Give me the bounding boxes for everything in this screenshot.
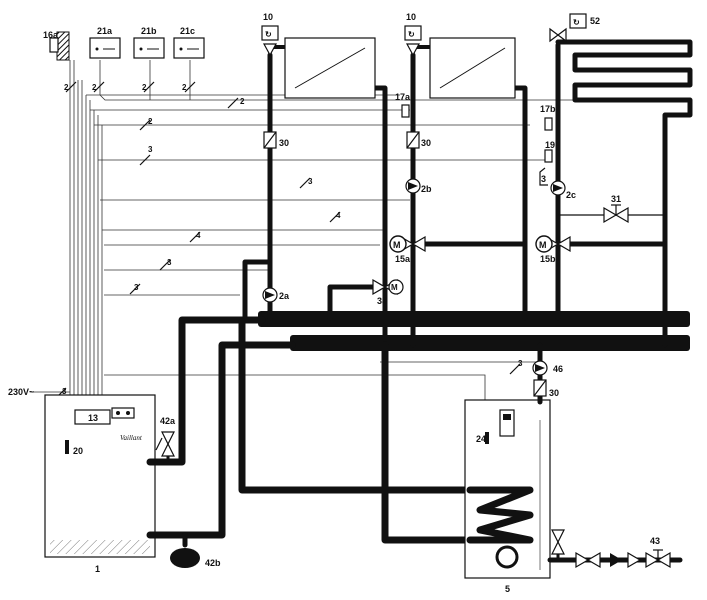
- underfloor-circuit-c: [555, 39, 693, 348]
- flow-header: [258, 311, 690, 327]
- check-valve-30b: [406, 131, 420, 149]
- thermostat-icon: ↻: [408, 30, 415, 39]
- radiator-circuit-a: [242, 52, 388, 348]
- valve-38-label: 38: [377, 296, 387, 306]
- sensor-b-label: 17b: [540, 104, 556, 114]
- boiler-pipes: [146, 316, 474, 548]
- sensor-17a: [401, 104, 410, 118]
- mixer-a-label: 15a: [395, 254, 411, 264]
- radiator-circuit-b: [410, 52, 528, 348]
- pump-b-label: 2b: [421, 184, 432, 194]
- mixer-b-label: 15b: [540, 254, 556, 264]
- remote-control-21c: [173, 37, 205, 59]
- wire-count-label: 2: [92, 83, 97, 92]
- pump-c-label: 2c: [566, 190, 576, 200]
- wire-count-label: 3: [518, 359, 523, 368]
- boiler-unit: Vaillant: [44, 394, 156, 558]
- wire-count-label: 3: [308, 177, 313, 186]
- remote-control-21b: [133, 37, 165, 59]
- room-sensor-label: 16a: [43, 30, 59, 40]
- brand-logo: Vaillant: [120, 434, 143, 442]
- remote-control-21a: [89, 37, 121, 59]
- thermostatic-valve-52: ↻: [549, 13, 587, 43]
- wire-count-label: 2: [182, 83, 187, 92]
- wire-count-label: 3: [62, 387, 67, 396]
- boiler-label: 1: [95, 564, 100, 574]
- boiler-panel-label: 13: [88, 413, 98, 423]
- pump-2b: [405, 178, 421, 194]
- boiler-sensor-label: 20: [73, 446, 83, 456]
- cylinder-label: 5: [505, 584, 510, 594]
- thermostatic-valve-10a: ↻: [261, 25, 279, 57]
- radiator-1: [270, 37, 376, 99]
- check-valve-30a: [263, 131, 277, 149]
- expansion-vessel-42b: [170, 548, 200, 568]
- check-valve-label: 30: [279, 138, 289, 148]
- wire-count-label: 4: [336, 211, 341, 220]
- pump-2a: [262, 287, 278, 303]
- cold-inlet-valve-label: 43: [650, 536, 660, 546]
- mains-label: 230V~: [8, 387, 34, 397]
- valve-52-label: 52: [590, 16, 600, 26]
- sensor-17b: [544, 117, 553, 131]
- hot-water-cylinder: [464, 399, 551, 579]
- wire-count-label: 2: [142, 83, 147, 92]
- safety-valve-label: 42a: [160, 416, 176, 426]
- thermostat-icon: ↻: [573, 18, 580, 27]
- wire-count-label: 3: [134, 283, 139, 292]
- circ-pump-label: 46: [553, 364, 563, 374]
- safety-valve-42a: [155, 431, 175, 462]
- motor-symbol: M: [393, 240, 401, 250]
- return-header: [290, 335, 690, 351]
- mixing-valve-15a: M: [389, 235, 426, 253]
- wire-count-label: 3: [148, 145, 153, 154]
- dhw-circulation: [532, 342, 548, 405]
- valve-label: 10: [263, 12, 273, 22]
- bypass-valve-label: 31: [611, 194, 621, 204]
- remote-b-label: 21b: [141, 26, 157, 36]
- room-sensor-16a: [49, 31, 70, 61]
- sensor-19-label: 19: [545, 140, 555, 150]
- pump-2c: [550, 180, 566, 196]
- sensor-19: [539, 149, 553, 186]
- thermostatic-valve-10b: ↻: [404, 25, 422, 57]
- remote-c-label: 21c: [180, 26, 195, 36]
- check-valve-label: 30: [549, 388, 559, 398]
- valve-label: 10: [406, 12, 416, 22]
- motor-symbol: M: [539, 240, 547, 250]
- wire-count-label: 2: [240, 97, 245, 106]
- cylinder-sensor-label: 24: [476, 434, 486, 444]
- wire-count-label: 2: [64, 83, 69, 92]
- radiator-2: [413, 37, 516, 99]
- pump-a-label: 2a: [279, 291, 290, 301]
- cold-water-inlet: [547, 529, 683, 569]
- remote-a-label: 21a: [97, 26, 113, 36]
- wire-count-label: 2: [148, 117, 153, 126]
- mixing-valve-15b: M: [535, 235, 571, 253]
- check-valve-label: 30: [421, 138, 431, 148]
- expansion-vessel-label: 42b: [205, 558, 221, 568]
- wire-count-label: 4: [196, 231, 201, 240]
- bypass-valve-31: [603, 204, 629, 224]
- wire-count-label: 3: [167, 258, 172, 267]
- thermostat-icon: ↻: [265, 30, 272, 39]
- sensor-a-label: 17a: [395, 92, 411, 102]
- wire-count-label: 3: [541, 174, 546, 184]
- motor-symbol: M: [391, 283, 398, 292]
- mixing-valve-38: M: [372, 278, 404, 296]
